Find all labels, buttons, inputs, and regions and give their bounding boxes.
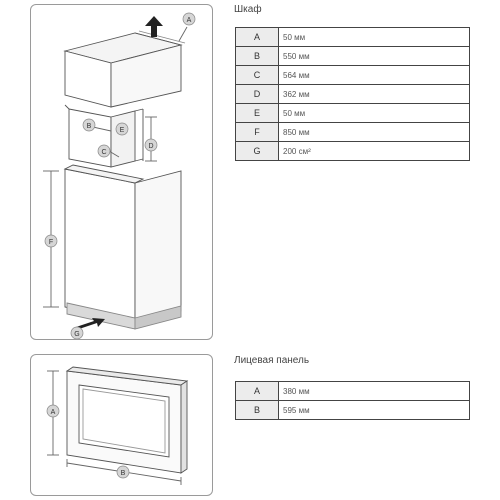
marker-c-label: C [101, 149, 106, 156]
row-key: E [235, 103, 279, 123]
marker-d: D [144, 138, 158, 152]
front-marker-a: A [46, 404, 60, 418]
front-marker-b: B [116, 465, 130, 479]
row-value: 380 мм [278, 381, 470, 401]
marker-f-label: F [49, 239, 53, 246]
marker-a-label: A [187, 17, 192, 24]
row-key: F [235, 122, 279, 142]
row-key: G [235, 141, 279, 161]
row-value: 362 мм [278, 84, 470, 104]
cabinet-table-title: Шкаф [234, 4, 262, 15]
cabinet-diagram-panel: A B E C D F G [30, 4, 213, 340]
upper-cabinet-side [110, 44, 182, 108]
row-value: 200 см² [278, 141, 470, 161]
lower-cabinet-ledge [63, 164, 145, 184]
marker-b-label: B [87, 123, 92, 130]
marker-e-label: E [120, 127, 125, 134]
marker-g-label: G [74, 331, 79, 338]
row-value: 564 мм [278, 65, 470, 85]
marker-b: B [82, 118, 96, 132]
front-panel-drawing: A B [46, 366, 189, 485]
row-key: D [235, 84, 279, 104]
cabinet-drawing: A B E C D F G [43, 12, 196, 339]
row-key: A [235, 27, 279, 47]
lower-cabinet-side [134, 170, 182, 324]
front-marker-a-label: A [51, 409, 56, 416]
marker-g: G [70, 326, 84, 339]
air-inlet-arrow [76, 318, 105, 329]
row-value: 850 мм [278, 122, 470, 142]
front-marker-b-label: B [121, 470, 126, 477]
row-key: B [235, 400, 279, 420]
marker-f: F [44, 234, 58, 248]
front-panel-table-title: Лицевая панель [234, 355, 310, 366]
row-key: B [235, 46, 279, 66]
row-key: C [235, 65, 279, 85]
oven-niche-side [110, 110, 136, 168]
oven-niche-back [68, 108, 112, 168]
marker-e: E [115, 122, 129, 136]
row-value: 595 мм [278, 400, 470, 420]
marker-c: C [97, 144, 111, 158]
lower-cabinet-front [64, 168, 136, 324]
row-value: 50 мм [278, 27, 470, 47]
air-outlet-arrow [145, 16, 163, 37]
front-panel-diagram-panel: A B [30, 354, 213, 496]
row-value: 50 мм [278, 103, 470, 123]
row-value: 550 мм [278, 46, 470, 66]
marker-d-label: D [148, 143, 153, 150]
marker-a: A [182, 12, 196, 26]
row-key: A [235, 381, 279, 401]
